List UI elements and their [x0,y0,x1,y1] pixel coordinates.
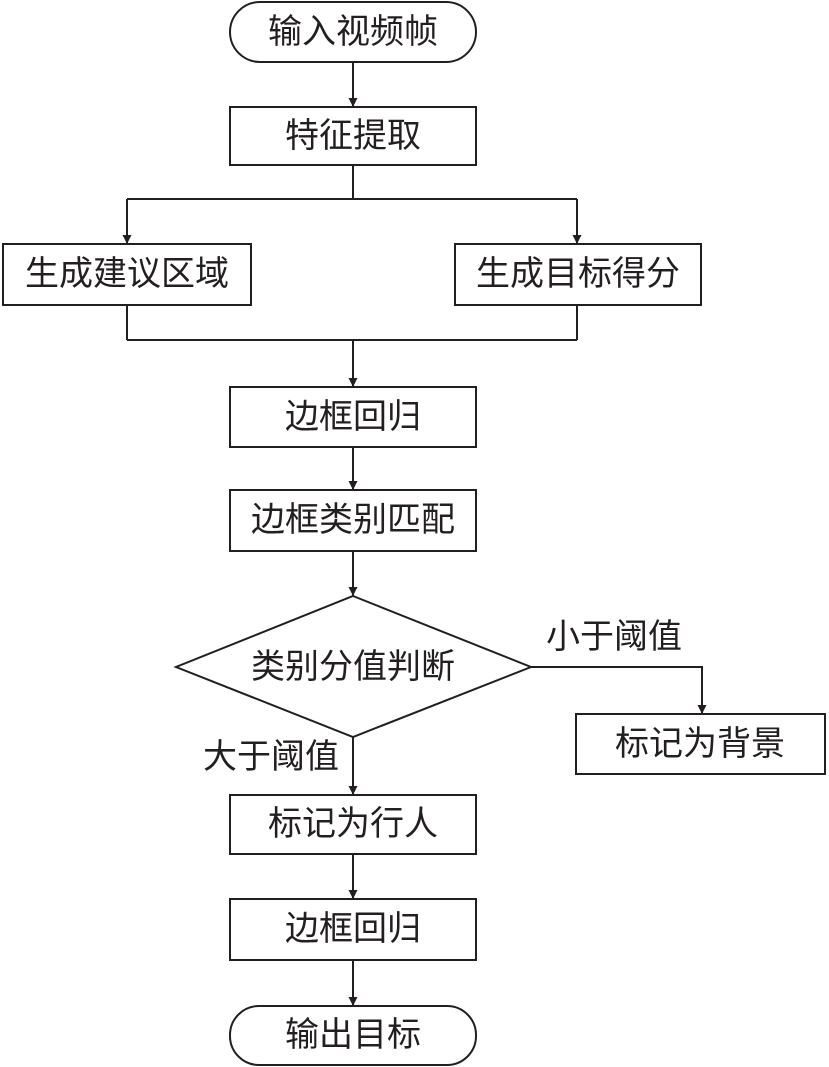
node-feature-extraction: 特征提取 [229,106,477,166]
node-generate-scores-label: 生成目标得分 [476,254,680,294]
node-bbox-regression-1: 边框回归 [229,386,477,448]
node-generate-proposals-label: 生成建议区域 [25,254,229,294]
node-mark-pedestrian-label: 标记为行人 [268,804,438,844]
node-mark-background: 标记为背景 [575,713,826,775]
node-generate-scores: 生成目标得分 [454,243,702,306]
node-bbox-regression-2: 边框回归 [229,898,477,961]
node-bbox-class-match-label: 边框类别匹配 [251,500,455,540]
node-input-frame-label: 输入视频帧 [268,12,438,52]
node-bbox-class-match: 边框类别匹配 [229,489,477,552]
node-feature-extraction-label: 特征提取 [285,116,421,156]
node-generate-proposals: 生成建议区域 [2,243,252,306]
node-input-frame: 输入视频帧 [229,1,477,63]
node-output-target-label: 输出目标 [285,1015,421,1055]
node-bbox-regression-2-label: 边框回归 [285,909,421,949]
node-class-score-decision: 类别分值判断 [173,594,534,739]
edge-label-below-threshold: 小于阈值 [546,617,682,657]
node-mark-pedestrian: 标记为行人 [229,794,477,855]
edge-decision-to-background [531,666,707,714]
node-output-target: 输出目标 [229,1005,477,1066]
node-class-score-decision-label: 类别分值判断 [251,647,455,687]
edges [122,62,707,1006]
node-mark-background-label: 标记为背景 [615,724,785,764]
edge-label-above-threshold: 大于阈值 [203,737,339,777]
node-bbox-regression-1-label: 边框回归 [285,397,421,437]
